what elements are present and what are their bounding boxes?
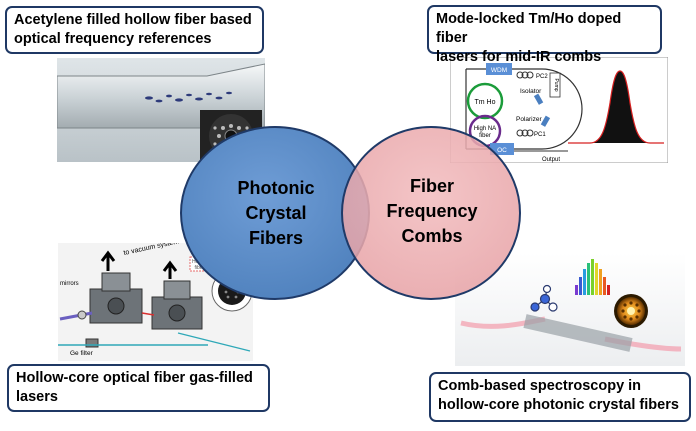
output-label: Output bbox=[542, 157, 560, 163]
mirrors-label: mirrors bbox=[60, 281, 79, 287]
wdm-label: WDM bbox=[491, 67, 507, 74]
oc-label: OC bbox=[497, 147, 507, 154]
fiber-frequency-combs-circle bbox=[341, 126, 521, 300]
output-spectrum bbox=[568, 70, 664, 144]
pc2-label: PC2 bbox=[536, 74, 548, 80]
left-title-line2: Crystal bbox=[245, 203, 306, 223]
fiber-rod bbox=[523, 314, 633, 352]
callout-top-right: Mode-locked Tm/Ho doped fiber lasers for… bbox=[427, 5, 662, 65]
molecule-icon bbox=[530, 284, 558, 312]
callout-top-left-line2: optical frequency references bbox=[14, 31, 212, 47]
callout-bottom-left-line2: lasers bbox=[16, 389, 58, 405]
pc1-label: PC1 bbox=[534, 132, 546, 138]
left-title-line1: Photonic bbox=[238, 178, 315, 198]
pump-label: Pump bbox=[553, 78, 559, 91]
filter-label: Ge filter bbox=[70, 350, 94, 357]
oc-box bbox=[490, 143, 514, 155]
callout-bottom-right: Comb-based spectroscopy in hollow-core p… bbox=[429, 372, 691, 422]
polarizer-label: Polarizer bbox=[516, 116, 542, 123]
pump-box bbox=[549, 72, 561, 98]
right-title-line1: Fiber bbox=[410, 176, 454, 196]
spectrum-bars bbox=[575, 259, 610, 295]
tmho-coil bbox=[466, 82, 504, 120]
right-title-line2: Frequency bbox=[386, 201, 477, 221]
callout-top-right-line2: lasers for mid-IR combs bbox=[436, 49, 602, 65]
tmho-label: Tm Ho bbox=[475, 99, 496, 106]
callout-top-left-line1: Acetylene filled hollow fiber based bbox=[14, 12, 252, 28]
wdm-box bbox=[486, 63, 512, 75]
vacuum-chamber-left bbox=[89, 272, 143, 324]
callout-bottom-left: Hollow-core optical fiber gas-filled las… bbox=[7, 364, 270, 412]
polarizer-icon bbox=[540, 115, 551, 127]
isolator-icon bbox=[533, 93, 544, 105]
left-title-line3: Fibers bbox=[249, 228, 303, 248]
isolator-label: Isolator bbox=[520, 88, 542, 95]
callout-bottom-right-line1: Comb-based spectroscopy in bbox=[438, 378, 642, 394]
high-na-label-1: High NA bbox=[474, 126, 496, 132]
callout-top-left: Acetylene filled hollow fiber based opti… bbox=[5, 6, 264, 54]
right-title-line3: Combs bbox=[401, 226, 462, 246]
fiber-core-icon bbox=[614, 294, 648, 328]
pc2-icon bbox=[516, 71, 534, 79]
high-na-label-2: fiber bbox=[479, 133, 491, 139]
pc1-icon bbox=[516, 129, 534, 137]
callout-bottom-left-line1: Hollow-core optical fiber gas-filled bbox=[16, 370, 253, 386]
callout-top-right-line1: Mode-locked Tm/Ho doped fiber bbox=[436, 11, 622, 46]
callout-bottom-right-line2: hollow-core photonic crystal fibers bbox=[438, 397, 679, 413]
vacuum-chamber-right bbox=[151, 280, 203, 330]
